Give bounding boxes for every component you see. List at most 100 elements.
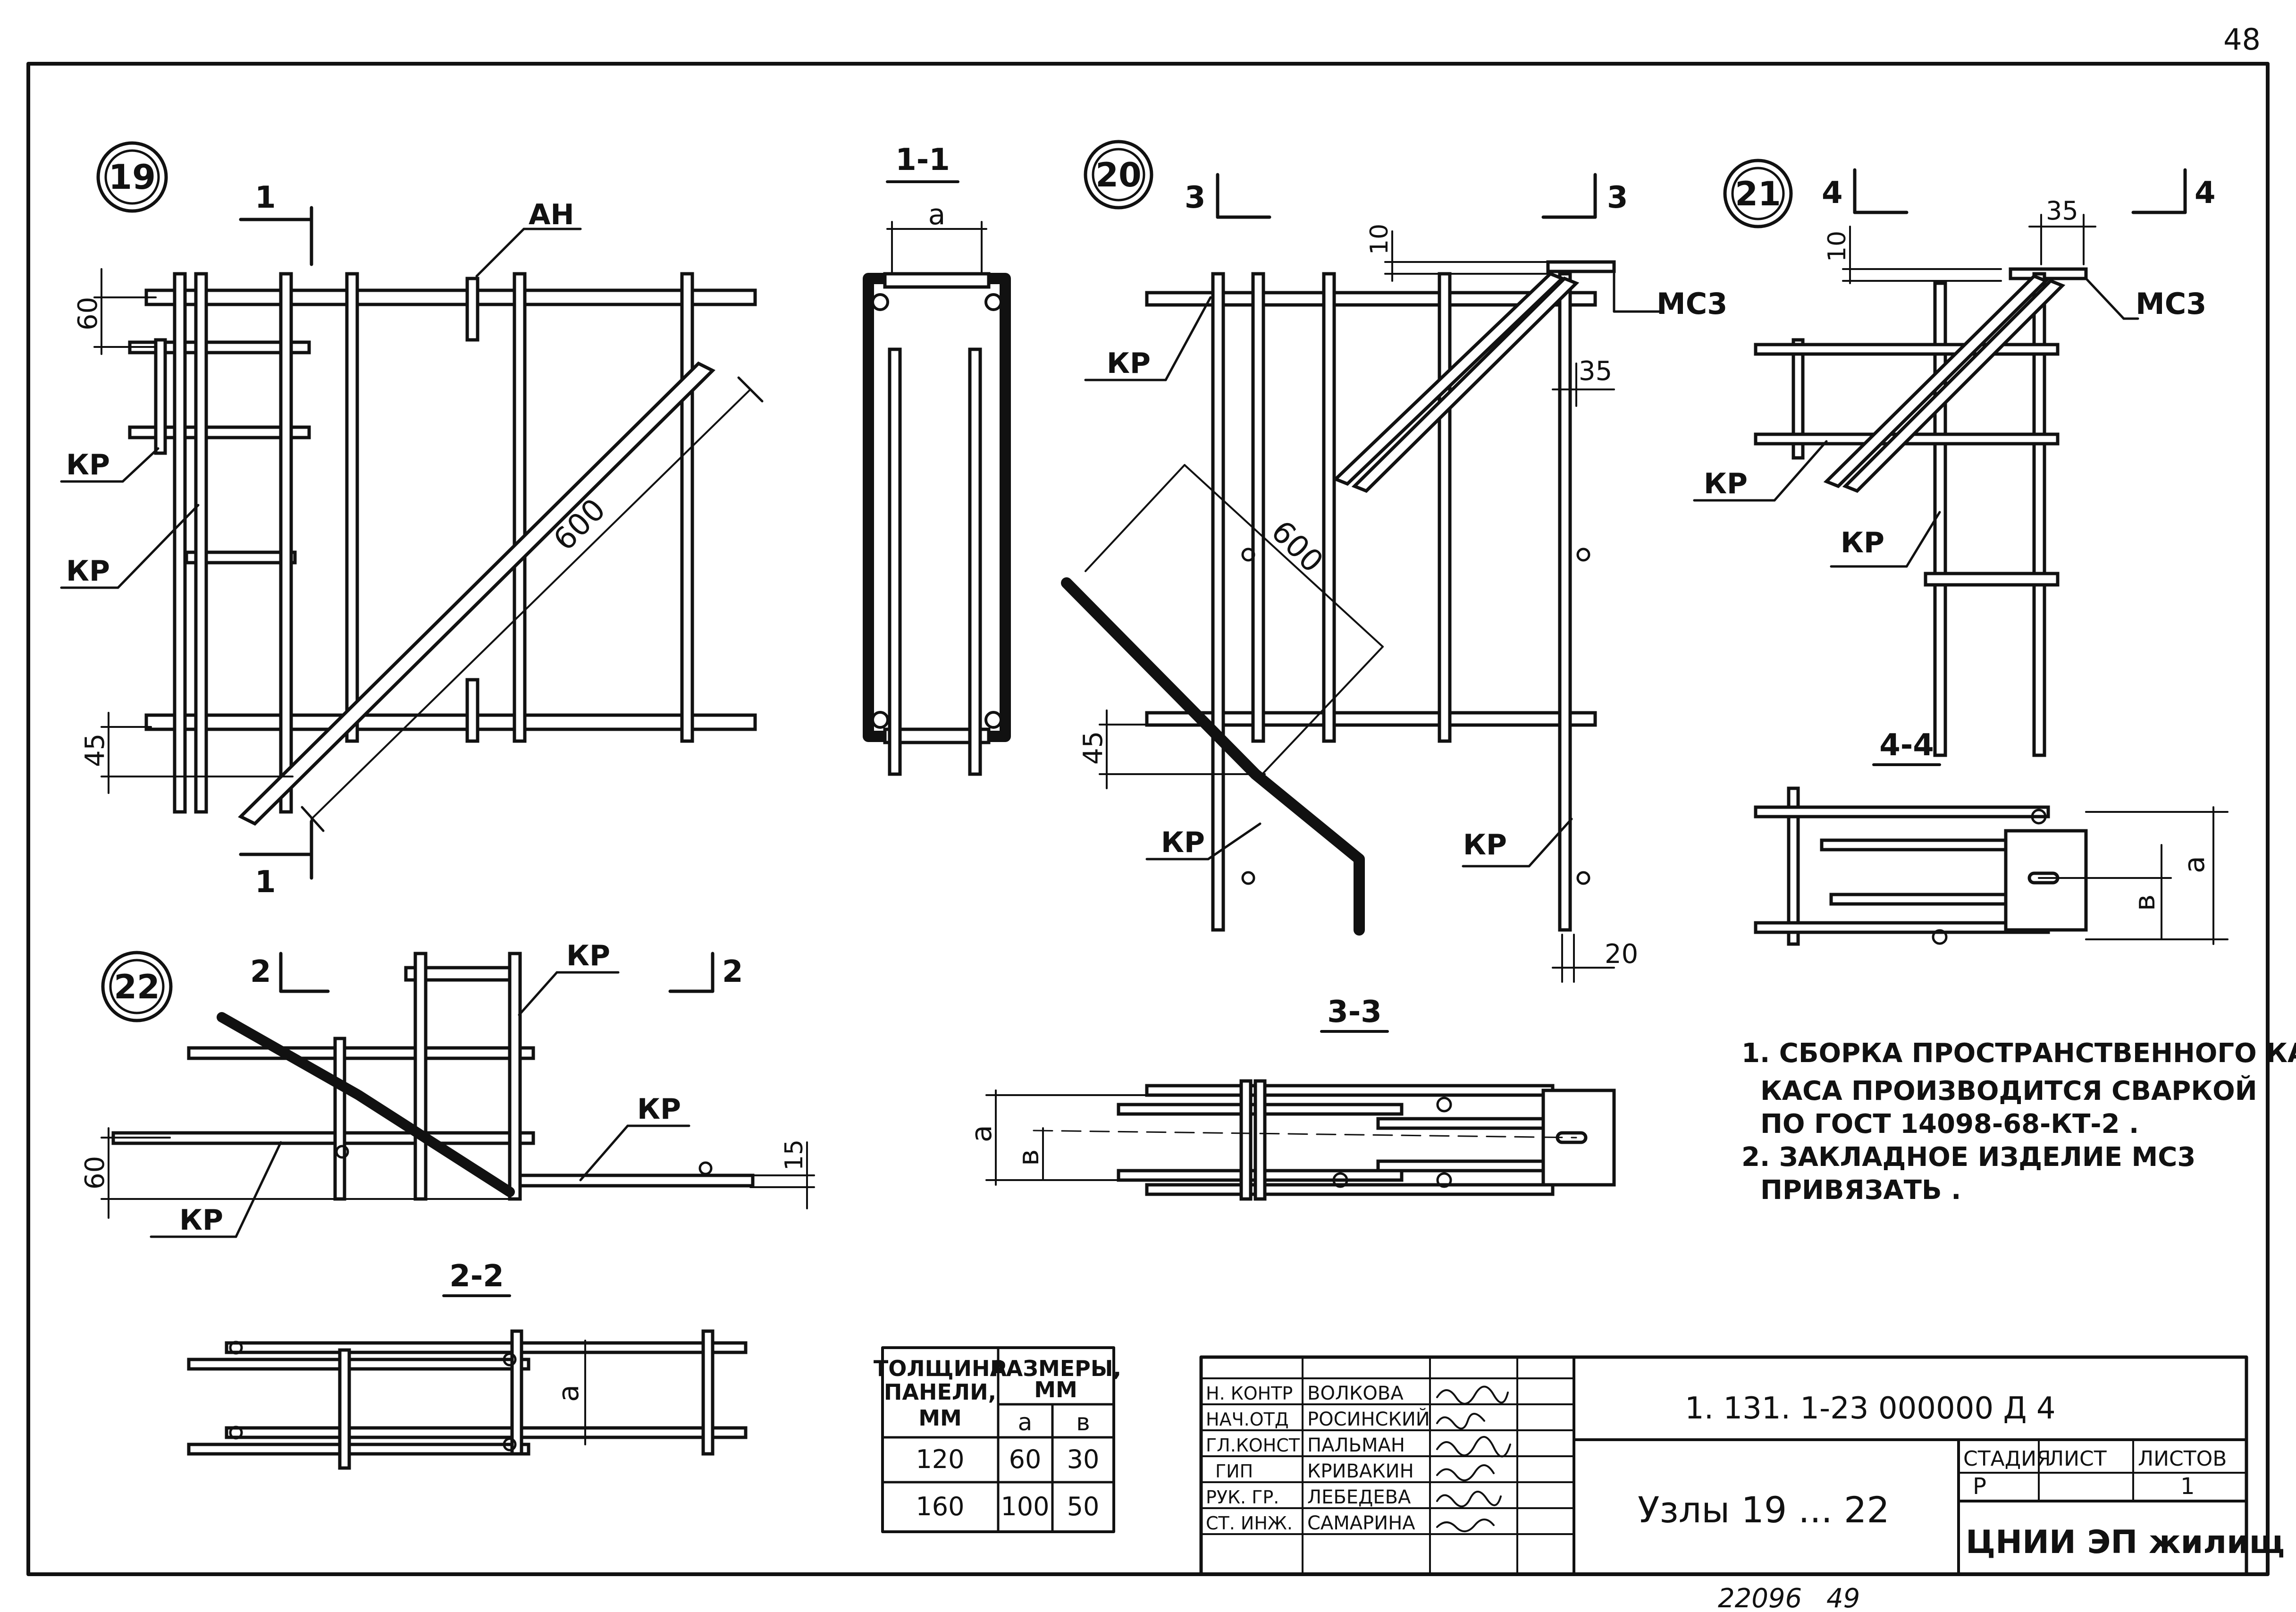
table-cell: 120 bbox=[916, 1444, 964, 1474]
signature-name: ПАЛЬМАН bbox=[1307, 1435, 1405, 1456]
axis-line bbox=[1033, 1130, 1577, 1139]
rebar-section bbox=[871, 293, 889, 311]
table-header: ММ bbox=[1034, 1377, 1077, 1402]
rebar-horizontal bbox=[225, 1341, 748, 1354]
dim-20: 20 bbox=[1605, 939, 1638, 970]
rebar-section bbox=[1436, 1097, 1452, 1113]
note-line: 1. СБОРКА ПРОСТРАНСТВЕННОГО КАР- bbox=[1741, 1038, 2296, 1069]
rebar-vertical bbox=[888, 347, 902, 776]
table-header: РАЗМЕРЫ, bbox=[990, 1356, 1121, 1381]
dim-600: 600 bbox=[1264, 514, 1330, 580]
archive-number: 22096 bbox=[1718, 1583, 1802, 1612]
signature-name: РОСИНСКИЙ bbox=[1307, 1408, 1430, 1430]
dim-35: 35 bbox=[2046, 196, 2078, 226]
dim-45: 45 bbox=[1078, 731, 1109, 765]
rebar-vertical bbox=[1322, 272, 1336, 743]
section-2-2: 2-2 a bbox=[187, 1259, 748, 1470]
dim-10: 10 bbox=[1365, 224, 1394, 255]
dim-line bbox=[311, 388, 751, 820]
signature-scribble bbox=[1436, 1464, 1495, 1481]
dim-10: 10 bbox=[1823, 231, 1851, 262]
rebar-horizontal bbox=[187, 1358, 530, 1371]
stage-value: Р bbox=[1973, 1473, 1986, 1500]
organization: ЦНИИ ЭП жилищ bbox=[1966, 1524, 2285, 1561]
section-3-3: 3-3 a в bbox=[965, 995, 1616, 1201]
label-ms3: МС3 bbox=[2136, 287, 2206, 321]
signature-scribble bbox=[1436, 1491, 1502, 1508]
label-kp: КР bbox=[179, 1204, 223, 1237]
signature-scribble bbox=[1436, 1436, 1511, 1458]
rebar-section bbox=[2031, 809, 2047, 825]
cut-label: 2 bbox=[250, 954, 271, 989]
rebar-section bbox=[1576, 548, 1590, 562]
rebar-vertical bbox=[154, 338, 167, 455]
label-kp: КР bbox=[566, 939, 610, 972]
rebar-section bbox=[871, 711, 889, 729]
table-subheader: a bbox=[1018, 1409, 1033, 1436]
table-cell: 160 bbox=[916, 1492, 964, 1521]
table-header: ТОЛЩИНА bbox=[874, 1356, 1007, 1381]
rebar-section bbox=[1932, 929, 1948, 945]
dim-tick bbox=[737, 376, 764, 403]
stage-label: СТАДИЯ bbox=[1963, 1447, 2051, 1471]
rebar-horizontal bbox=[1376, 1159, 1550, 1173]
rebar-vertical bbox=[333, 1037, 346, 1201]
node-21-circle-inner bbox=[1731, 167, 1785, 220]
rebar-horizontal bbox=[510, 1173, 755, 1188]
signature-name: КРИВАКИН bbox=[1307, 1460, 1414, 1482]
signature-scribble bbox=[1436, 1519, 1495, 1532]
dim-35: 35 bbox=[1579, 356, 1612, 387]
rebar-section bbox=[984, 293, 1002, 311]
cut-label: 1 bbox=[255, 865, 276, 900]
rebar-section bbox=[1436, 1172, 1452, 1188]
dim-ext bbox=[1259, 646, 1384, 777]
leader-line bbox=[1905, 511, 1941, 568]
rebar-vertical bbox=[338, 1348, 351, 1470]
rebar-bent-inner bbox=[1064, 580, 1362, 933]
node-21-number: 21 bbox=[1735, 175, 1781, 213]
thickness-table: ТОЛЩИНА ПАНЕЛИ, ММ РАЗМЕРЫ, ММ a в 120 6… bbox=[874, 1346, 1121, 1533]
dim-a: a bbox=[552, 1384, 585, 1402]
node-21-circle-outer bbox=[1723, 159, 1793, 228]
rebar-diagonal bbox=[1842, 279, 2066, 493]
node-22-circle-outer bbox=[101, 951, 173, 1022]
signature-role: ГИП bbox=[1215, 1461, 1253, 1482]
table-header: ПАНЕЛИ, bbox=[884, 1379, 996, 1405]
node-19-number: 19 bbox=[109, 157, 156, 197]
signature-role: НАЧ.ОТД bbox=[1206, 1409, 1289, 1430]
rebar-vertical bbox=[345, 272, 359, 743]
rebar-vertical bbox=[680, 272, 694, 743]
table-header: ММ bbox=[918, 1405, 962, 1431]
dim-ext bbox=[1085, 464, 1186, 572]
rebar-section bbox=[335, 1145, 349, 1159]
rebar-diagonal bbox=[238, 361, 715, 826]
dim-line bbox=[1184, 464, 1384, 648]
rebar-horizontal bbox=[1754, 343, 2060, 356]
leader-line bbox=[1773, 440, 1828, 502]
leader-line bbox=[475, 228, 525, 278]
leader-line bbox=[117, 504, 200, 589]
rebar-vertical bbox=[1787, 786, 1800, 946]
node-21: 21 4 4 10 35 МС3 КР bbox=[1693, 159, 2216, 757]
rebar-horizontal bbox=[187, 1046, 535, 1060]
node-19: 19 1 1 600 bbox=[60, 141, 764, 900]
dim-b: в bbox=[1012, 1149, 1045, 1166]
leader-line bbox=[1207, 822, 1262, 861]
rebar-section bbox=[1241, 548, 1255, 562]
table-cell: 30 bbox=[1067, 1444, 1100, 1474]
rebar-vertical bbox=[1239, 1079, 1253, 1201]
embedded-plate bbox=[1546, 260, 1616, 273]
signature-role: РУК. ГР. bbox=[1206, 1487, 1279, 1508]
label-ms3: МС3 bbox=[1657, 287, 1727, 321]
rebar-horizontal bbox=[1829, 893, 2022, 906]
rebar-vertical bbox=[513, 272, 527, 743]
rebar-section bbox=[503, 1437, 517, 1452]
rebar-vertical bbox=[2032, 272, 2046, 757]
node-19-circle-inner bbox=[104, 149, 160, 205]
signature-scribble bbox=[1436, 1385, 1509, 1405]
rebar-horizontal bbox=[1376, 1117, 1550, 1130]
rebar-horizontal bbox=[144, 713, 757, 731]
signature-role: Н. КОНТР bbox=[1206, 1383, 1293, 1404]
